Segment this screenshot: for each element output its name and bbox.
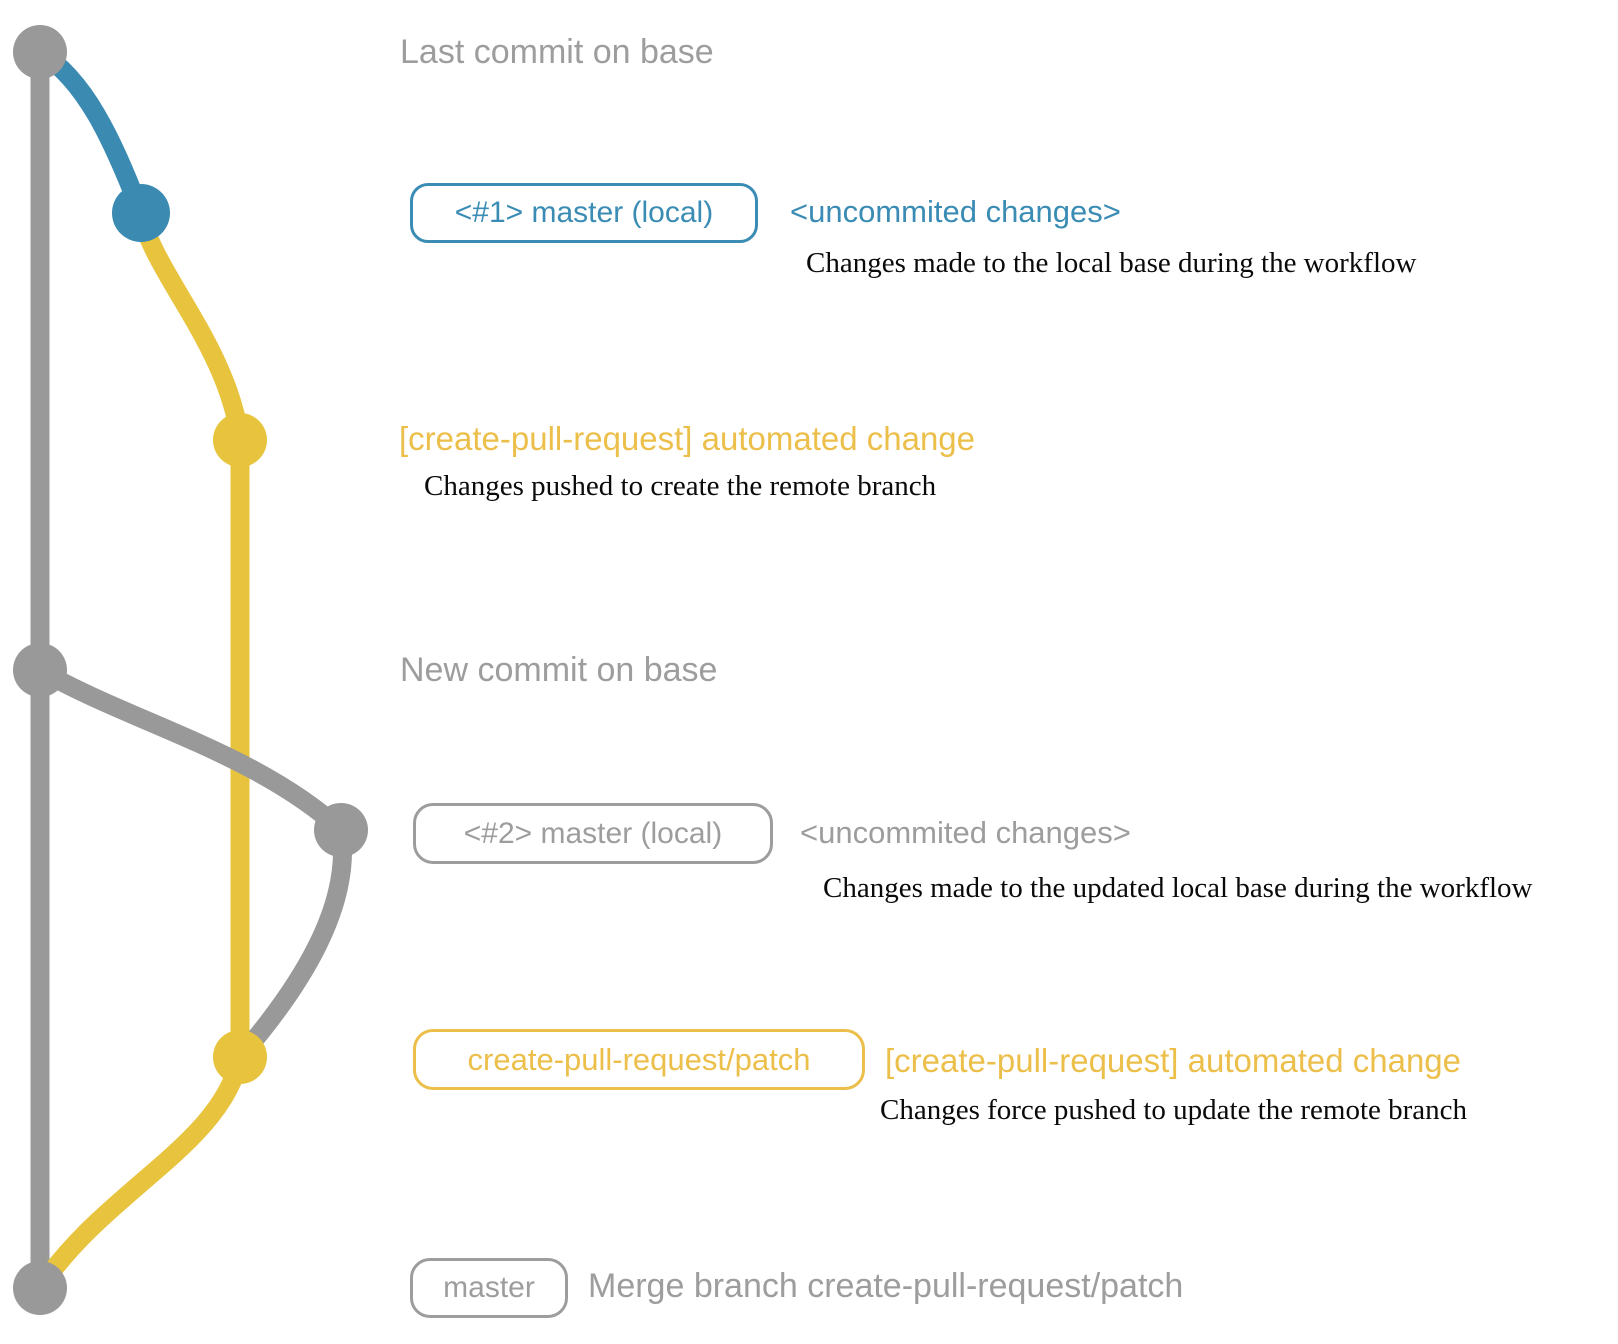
label-last-commit-on-base: Last commit on base — [400, 33, 714, 71]
commit-node-merge — [13, 1261, 67, 1315]
label-uncommited-changes-1: <uncommited changes> — [790, 194, 1121, 229]
commit-node-new-base — [13, 643, 67, 697]
edge-remote2-to-merge — [32, 1054, 250, 1294]
desc-force-push-remote-2: Changes force pushed to update the remot… — [880, 1094, 1468, 1126]
commit-node-local-2 — [314, 803, 368, 857]
label-automated-change-1: [create-pull-request] automated change — [399, 420, 976, 457]
label-automated-change-2: [create-pull-request] automated change — [885, 1042, 1462, 1079]
label-new-commit-on-base: New commit on base — [400, 651, 718, 689]
branch-tag-master-local-2: <#2> master (local) — [413, 803, 773, 864]
label-merge-branch: Merge branch create-pull-request/patch — [588, 1267, 1184, 1305]
desc-local-changes-2: Changes made to the updated local base d… — [823, 872, 1533, 904]
desc-local-changes-1: Changes made to the local base during th… — [806, 247, 1417, 279]
commit-node-remote-2 — [213, 1030, 267, 1084]
edge-local2-to-remote2 — [232, 828, 352, 1064]
branch-tag-master: master — [410, 1258, 568, 1318]
edge-local1-to-remote1 — [131, 210, 250, 442]
commit-node-remote-1 — [213, 413, 267, 467]
branch-tag-create-pull-request-patch: create-pull-request/patch — [413, 1029, 865, 1090]
label-uncommited-changes-2: <uncommited changes> — [800, 815, 1131, 850]
commit-node-last-base — [13, 25, 67, 79]
commit-node-local-1 — [112, 184, 170, 242]
branch-tag-master-local-1: <#1> master (local) — [410, 183, 758, 243]
desc-push-remote-1: Changes pushed to create the remote bran… — [424, 470, 937, 502]
edge-newbase-to-local2 — [35, 661, 348, 838]
